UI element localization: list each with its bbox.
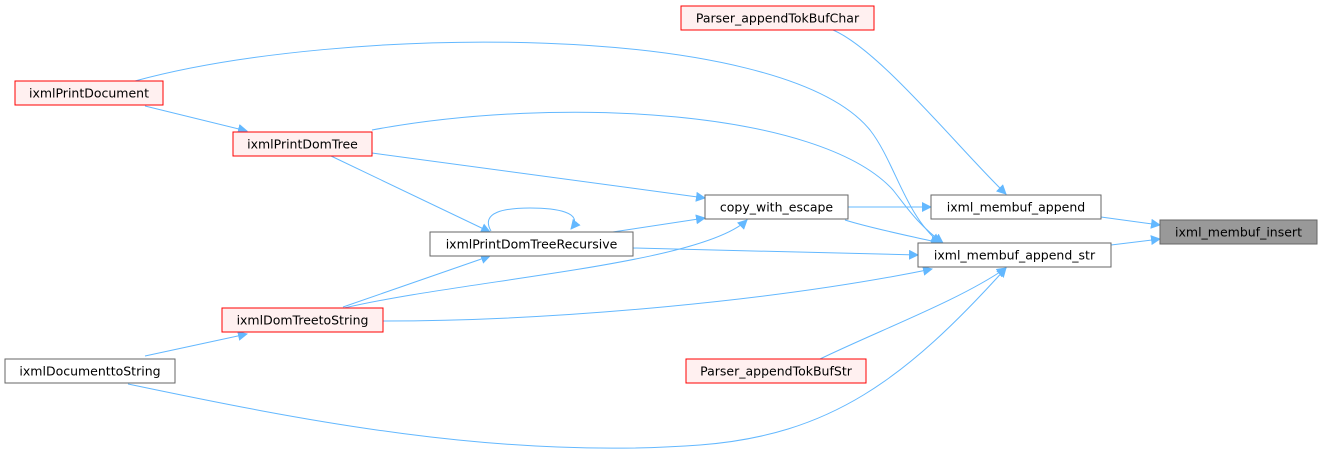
node-label-ixmlprintdomtree: ixmlPrintDomTree <box>247 137 358 152</box>
node-label-ixml-membuf-append-str: ixml_membuf_append_str <box>934 248 1096 263</box>
node-label-ixmldocumenttostring: ixmlDocumenttoString <box>19 364 160 379</box>
node-label-ixml-membuf-append: ixml_membuf_append <box>947 200 1085 215</box>
edge-treetostr-to-append-str <box>382 265 933 322</box>
node-ixmldocumenttostring[interactable]: ixmlDocumenttoString <box>4 358 176 384</box>
edge-doctostr-to-append-str <box>127 267 1007 449</box>
node-ixmlprintdomtree[interactable]: ixmlPrintDomTree <box>232 131 373 157</box>
node-copy-with-escape[interactable]: copy_with_escape <box>704 194 849 220</box>
node-ixml-membuf-append[interactable]: ixml_membuf_append <box>930 194 1102 220</box>
edge-domtree-to-recursive <box>330 155 491 233</box>
node-label-ixmlprintdocument: ixmlPrintDocument <box>29 86 149 101</box>
node-parser-appendtokbufchar[interactable]: Parser_appendTokBufChar <box>680 5 875 31</box>
edge-printdoc-to-domtree <box>144 105 248 134</box>
node-label-parser-appendtokbufstr: Parser_appendTokBufStr <box>700 364 853 379</box>
node-label-ixmldomtreetostring: ixmlDomTreetoString <box>237 313 369 328</box>
edge-append-to-insert <box>1100 216 1161 229</box>
edge-domtree-to-append-str <box>371 111 944 244</box>
edge-tokstr-to-append-str <box>819 267 1007 360</box>
node-ixml-membuf-insert[interactable]: ixml_membuf_insert <box>1159 219 1318 245</box>
edge-domtree-to-copy <box>371 152 706 202</box>
nodes-layer: ixml_membuf_insert ixml_membuf_append ix… <box>4 5 1318 384</box>
edge-tokchar-to-append <box>832 29 1007 195</box>
node-label-parser-appendtokbufchar: Parser_appendTokBufChar <box>696 11 860 26</box>
edge-treetostr-to-copy <box>339 219 748 310</box>
edge-doctostr-to-treetostr <box>144 331 248 357</box>
node-label-copy-with-escape: copy_with_escape <box>720 200 834 215</box>
node-ixmldomtreetostring[interactable]: ixmlDomTreetoString <box>221 307 384 333</box>
node-ixml-membuf-append-str[interactable]: ixml_membuf_append_str <box>917 242 1112 268</box>
edge-treetostr-to-recursive <box>342 254 491 308</box>
edge-append-str-to-insert <box>1110 235 1161 246</box>
node-parser-appendtokbufstr[interactable]: Parser_appendTokBufStr <box>685 358 867 384</box>
node-ixmlprintdocument[interactable]: ixmlPrintDocument <box>14 80 164 106</box>
edge-copy-to-append-str <box>844 219 941 246</box>
edge-recursive-to-append-str <box>632 247 919 260</box>
edge-recursive-self-loop <box>488 207 581 232</box>
edge-printdoc-to-append-str <box>134 41 941 244</box>
edges-layer <box>127 29 1161 449</box>
node-ixmlprintdomtreerecursive[interactable]: ixmlPrintDomTreeRecursive <box>429 231 634 257</box>
edge-recursive-to-copy <box>605 214 706 234</box>
node-label-ixmlprintdomtreerecursive: ixmlPrintDomTreeRecursive <box>446 237 618 252</box>
node-label-ixml-membuf-insert: ixml_membuf_insert <box>1175 225 1302 240</box>
